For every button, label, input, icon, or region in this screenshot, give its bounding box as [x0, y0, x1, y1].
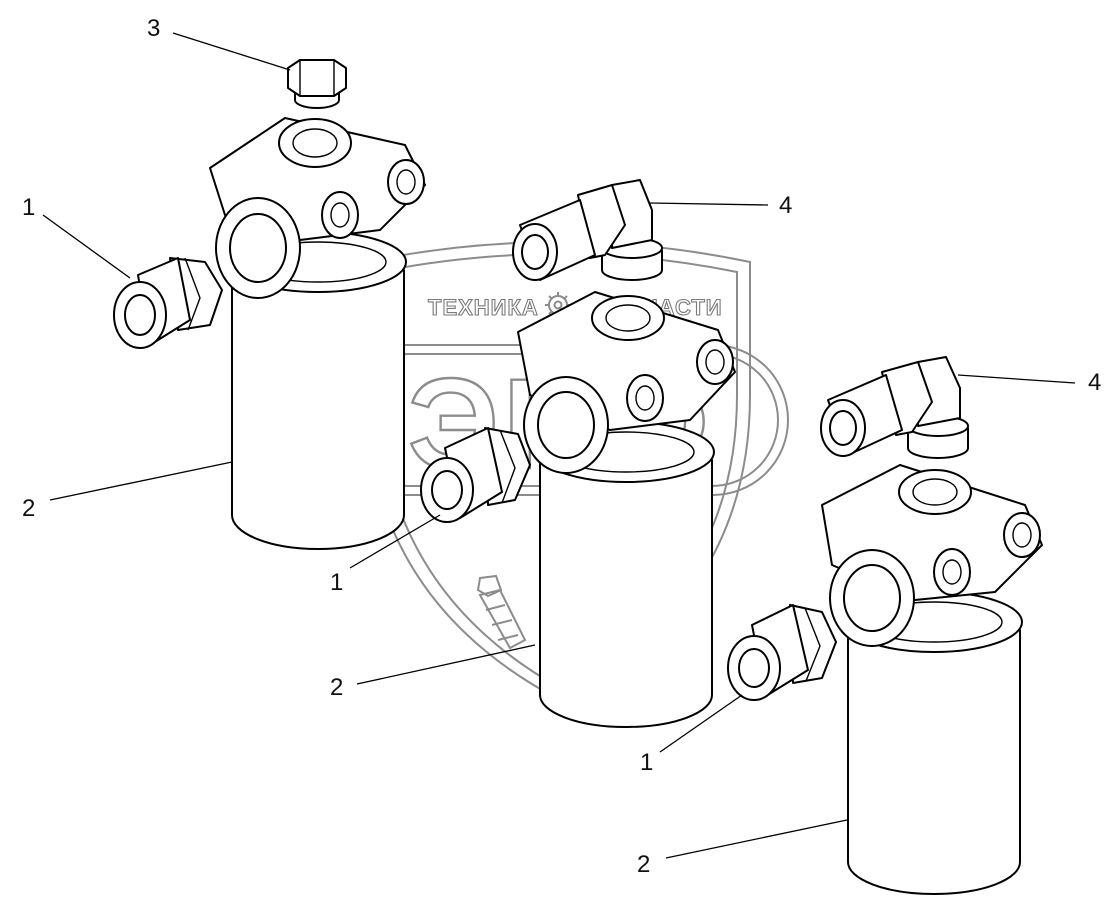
- plug: [287, 59, 347, 109]
- callout-3: 3: [147, 15, 160, 42]
- filter-canister: [539, 459, 713, 728]
- connector-fitting: [727, 604, 837, 701]
- callout-1-left: 1: [22, 194, 35, 221]
- connector-fitting: [420, 427, 531, 523]
- filter-canister: [847, 629, 1021, 895]
- leader-lines: [42, 32, 1076, 859]
- callout-1-middle: 1: [330, 569, 343, 596]
- callout-2-right: 2: [637, 851, 650, 878]
- callout-1-right: 1: [640, 749, 653, 776]
- filter-assembly-right: [727, 356, 1043, 895]
- callout-2-middle: 2: [330, 674, 343, 701]
- callout-4-right: 4: [1088, 369, 1101, 396]
- connector-fitting: [113, 257, 223, 349]
- filter-assembly-middle: [420, 179, 736, 728]
- elbow-fitting: [512, 179, 663, 281]
- filter-canister: [231, 269, 405, 550]
- callouts: 3 1 2 4 1 2 4 1 2: [22, 15, 1101, 878]
- callout-2-left: 2: [22, 495, 35, 522]
- callout-4-middle: 4: [779, 192, 792, 219]
- filter-assembly-left: [113, 59, 426, 550]
- watermark-brand-left: ТЕХНИКА: [428, 295, 539, 320]
- elbow-fitting: [820, 356, 969, 459]
